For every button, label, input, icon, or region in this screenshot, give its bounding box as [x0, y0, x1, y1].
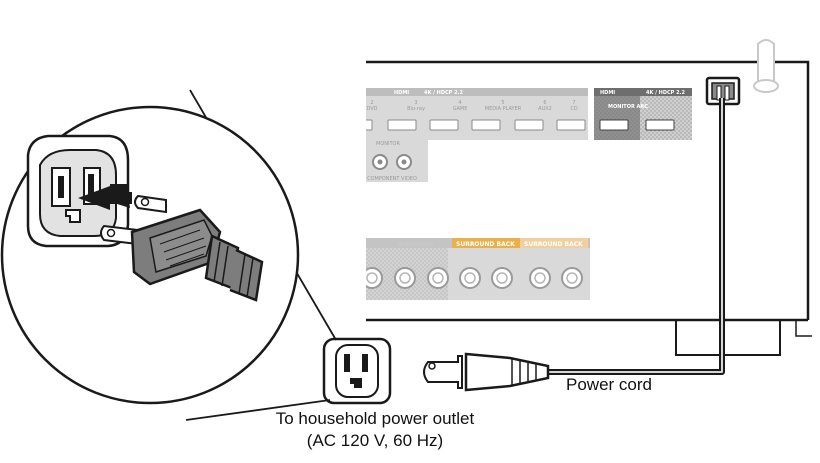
hdmi-input-3-num: 3 — [414, 100, 417, 106]
hdmi-input-3-name: Blu-ray — [407, 106, 425, 112]
hdmi-input-5-num: 5 — [501, 100, 504, 106]
hdmi-input-6: 6 AUX2 — [514, 100, 552, 131]
hdcp-header: 4K / HDCP 2.2 — [424, 90, 463, 96]
hdmi-input-4-name: GAME — [453, 106, 468, 112]
receiver-foot-edge — [795, 320, 812, 337]
hdmi-out-header: HDMI — [600, 90, 615, 96]
receiver-rear-panel: HDMI 4K / HDCP 2.2 2 DVD 3 Blu-ray 4 GAM… — [366, 39, 812, 356]
surround-label: SURROUND — [398, 242, 434, 248]
hdmi-input-block — [366, 88, 588, 140]
receiver-chassis-outline — [366, 60, 810, 320]
hdmi-input-6-name: AUX2 — [538, 106, 552, 112]
hdmi-input-7: 7 CD — [556, 100, 586, 131]
hdmi-header: HDMI — [394, 90, 409, 96]
wall-outlet — [322, 337, 392, 405]
hdmi-input-5-name: MEDIA PLAYER — [485, 106, 522, 112]
antenna — [757, 39, 775, 82]
hdmi-input-5: 5 MEDIA PLAYER — [471, 100, 522, 131]
hdmi-input-2-name: DVD — [366, 106, 377, 112]
hdmi-input-2: 2 DVD — [366, 100, 378, 131]
ac-inlet — [705, 76, 741, 106]
component-video-label: COMPONENT VIDEO — [367, 176, 417, 182]
hdmi-input-4-num: 4 — [458, 100, 461, 106]
receiver-foot — [675, 320, 781, 356]
hdmi-input-2-num: 2 — [370, 100, 373, 106]
hdmi-input-6-num: 6 — [543, 100, 546, 106]
magnified-inset — [0, 89, 337, 421]
zoom-line-bottom — [185, 399, 331, 421]
outlet-caption-line2: (AC 120 V, 60 Hz) — [306, 431, 444, 450]
surround-back-label: SURROUND BACK — [456, 241, 515, 248]
hdmi-input-4: 4 GAME — [429, 100, 468, 131]
surround-back-tag-2 — [520, 238, 588, 248]
hdmi-input-7-num: 7 — [572, 100, 575, 106]
inset-plug — [100, 194, 264, 302]
inset-outlet — [26, 134, 130, 248]
hdmi-monitor-arc-label: MONITOR ARC — [608, 104, 648, 110]
hdmi-input-7-name: CD — [570, 106, 577, 112]
hdmi-input-3: 3 Blu-ray — [387, 100, 425, 131]
power-cord-label: Power cord — [566, 375, 652, 394]
hdmi-out-hdcp: 4K / HDCP 2.2 — [646, 90, 685, 96]
outlet-caption-line1: To household power outlet — [275, 409, 475, 428]
surround-back-label-2: SURROUND BACK — [524, 241, 583, 248]
monitor-label: MONITOR — [376, 141, 400, 147]
power-cord — [423, 98, 725, 392]
surround-back-tag — [452, 238, 520, 248]
cord-plug — [423, 352, 550, 392]
